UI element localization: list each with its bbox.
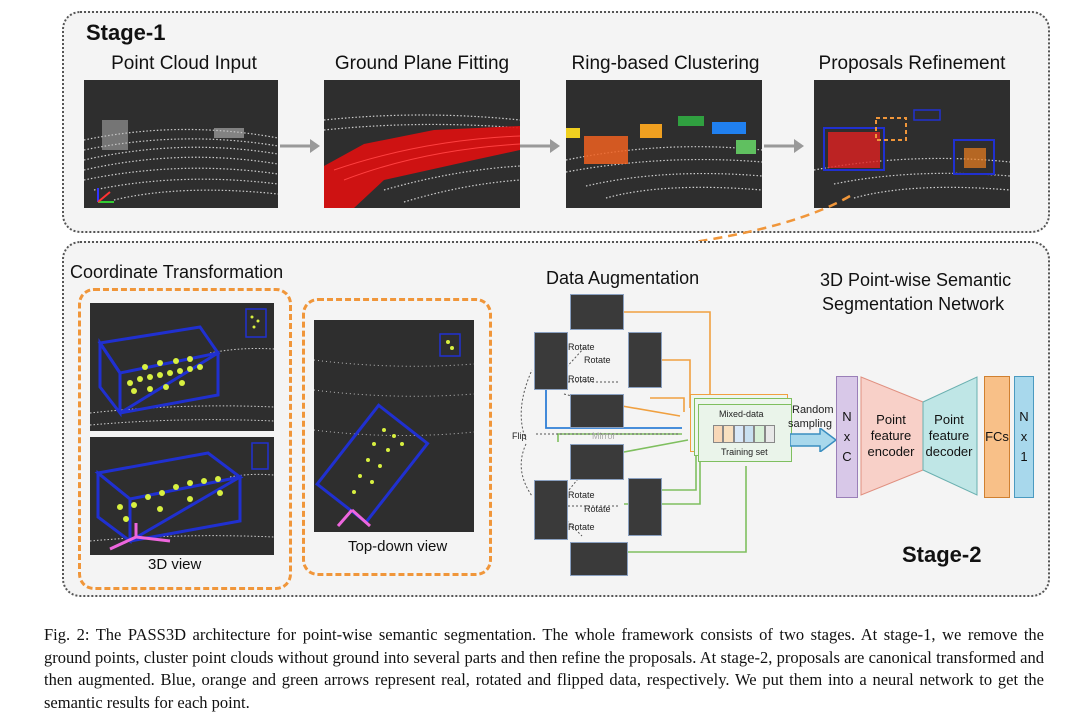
topdown-label: Top-down view — [348, 538, 448, 555]
ground-plane-fitting-image — [324, 80, 520, 208]
flip-label: Flip — [512, 431, 527, 441]
nx1-text: N x 1 — [1019, 409, 1029, 464]
view3d-top-image — [90, 303, 274, 431]
stage2-title: Stage-2 — [902, 542, 982, 567]
aug-image-flipped-right — [628, 478, 662, 536]
data-aug-title: Data Augmentation — [546, 268, 700, 288]
aug-image-rotated-top — [570, 294, 624, 330]
mixed-bar — [723, 425, 734, 443]
view3d-label: 3D view — [148, 556, 202, 573]
mirror-label: Mirror — [592, 431, 616, 441]
mixed-bar — [713, 425, 724, 443]
mixed-data-label: Mixed-data — [719, 409, 764, 419]
rotate-label-6: Rotate — [568, 522, 595, 532]
stage1-title: Stage-1 — [86, 20, 166, 45]
random-sampling-arrow — [790, 428, 838, 452]
training-set-box: Mixed-data Training set — [698, 404, 792, 462]
random-sampling-label-2: sampling — [788, 418, 833, 430]
proposals-refinement-image — [814, 80, 1010, 208]
topdown-image — [314, 320, 474, 532]
network-title-line1: 3D Point-wise Semantic — [820, 270, 1012, 290]
training-set-label: Training set — [721, 447, 768, 457]
nx1-block: N x 1 — [1014, 376, 1034, 498]
network-title-line2: Segmentation Network — [822, 294, 1005, 314]
nxc-text: N x C — [842, 409, 852, 464]
encoder-label: Point feature encoder — [867, 412, 915, 459]
nxc-block: N x C — [836, 376, 858, 498]
stage1-arrow-3 — [764, 139, 804, 153]
rotate-label-5: Rotate — [584, 504, 611, 514]
decoder-block — [922, 376, 978, 496]
view3d-dashed-box — [78, 288, 292, 590]
mixed-data-bars — [713, 425, 775, 443]
decoder-label: Point feature decoder — [925, 412, 973, 459]
topdown-dashed-box — [302, 298, 492, 576]
mixed-bar — [764, 425, 775, 443]
rotate-label-3: Rotate — [568, 374, 595, 384]
stage1-arrow-1 — [280, 139, 320, 153]
rotate-label-2: Rotate — [584, 355, 611, 365]
panel-label-proposals-refinement: Proposals Refinement — [818, 53, 1006, 74]
mixed-bar — [754, 425, 765, 443]
mixed-bar — [743, 425, 755, 443]
aug-image-flipped — [534, 480, 568, 540]
figure-caption: Fig. 2: The PASS3D architecture for poin… — [44, 625, 1044, 712]
panel-label-ring-clustering: Ring-based Clustering — [571, 53, 760, 74]
panel-label-ground-plane-fitting: Ground Plane Fitting — [334, 53, 510, 74]
coord-transform-title: Coordinate Transformation — [70, 262, 284, 282]
point-cloud-input-image — [84, 80, 278, 208]
random-sampling-label-1: Random — [792, 404, 834, 416]
augmentation-arrows — [520, 311, 747, 553]
stage1-arrow-2 — [520, 139, 560, 153]
aug-image-rotated-right — [628, 332, 662, 388]
aug-image-original — [534, 332, 568, 390]
aug-image-flipped-bottom — [570, 542, 628, 576]
view3d-bottom-image — [90, 437, 274, 555]
rotate-label-1: Rotate — [568, 342, 595, 352]
aug-image-rotated-bottom — [570, 394, 624, 428]
panel-label-point-cloud-input: Point Cloud Input — [111, 53, 257, 74]
mixed-bar — [733, 425, 744, 443]
aug-image-flipped-top — [570, 444, 624, 480]
fcs-block: FCs — [984, 376, 1010, 498]
ring-clustering-image — [566, 80, 762, 208]
rotate-label-4: Rotate — [568, 490, 595, 500]
